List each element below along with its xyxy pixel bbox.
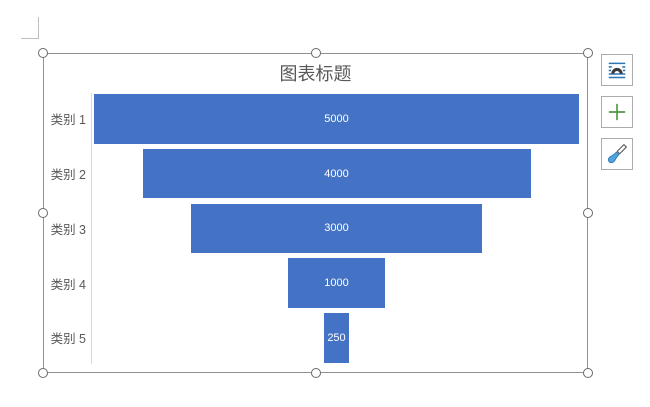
category-axis-label[interactable]: 类别 4 bbox=[50, 277, 86, 292]
resize-handle-bottom-middle[interactable] bbox=[310, 367, 321, 378]
data-label: 3000 bbox=[324, 222, 349, 235]
resize-handle-bottom-right[interactable] bbox=[582, 367, 593, 378]
funnel-bar[interactable]: 4000 bbox=[142, 148, 531, 199]
resize-handle-bottom-left[interactable] bbox=[37, 367, 48, 378]
resize-handle-middle-right[interactable] bbox=[582, 207, 593, 218]
crop-mark-horizontal-line bbox=[21, 38, 39, 39]
data-label: 4000 bbox=[324, 167, 349, 180]
category-axis-label[interactable]: 类别 1 bbox=[50, 113, 86, 128]
resize-handle-top-left[interactable] bbox=[37, 47, 48, 58]
category-axis-label[interactable]: 类别 3 bbox=[50, 222, 86, 237]
funnel-bar[interactable]: 3000 bbox=[191, 203, 482, 254]
data-label: 1000 bbox=[324, 277, 349, 290]
category-axis-label[interactable]: 类别 2 bbox=[50, 168, 86, 183]
resize-handle-top-middle[interactable] bbox=[310, 47, 321, 58]
chart-object[interactable]: 图表标题 类别 1 5000 类别 2 4000 类别 3 3000 类别 4 1000 类别 … bbox=[43, 53, 588, 373]
paintbrush-icon bbox=[606, 143, 628, 165]
funnel-bar[interactable]: 5000 bbox=[94, 94, 579, 144]
chart-elements-button[interactable] bbox=[601, 96, 633, 128]
category-axis-line bbox=[91, 93, 92, 364]
layout-options-icon bbox=[606, 59, 628, 81]
category-axis-label[interactable]: 类别 5 bbox=[50, 332, 86, 347]
layout-options-button[interactable] bbox=[601, 54, 633, 86]
chart-title[interactable]: 图表标题 bbox=[279, 64, 352, 84]
funnel-bar[interactable]: 1000 bbox=[288, 258, 385, 308]
crop-mark-vertical-line bbox=[38, 17, 39, 38]
data-label: 250 bbox=[327, 331, 346, 344]
resize-handle-top-right[interactable] bbox=[582, 47, 593, 58]
plus-icon bbox=[606, 101, 628, 123]
funnel-bar[interactable]: 250 bbox=[324, 313, 349, 363]
chart-styles-button[interactable] bbox=[601, 138, 633, 170]
resize-handle-middle-left[interactable] bbox=[37, 207, 48, 218]
data-label: 5000 bbox=[324, 112, 349, 125]
